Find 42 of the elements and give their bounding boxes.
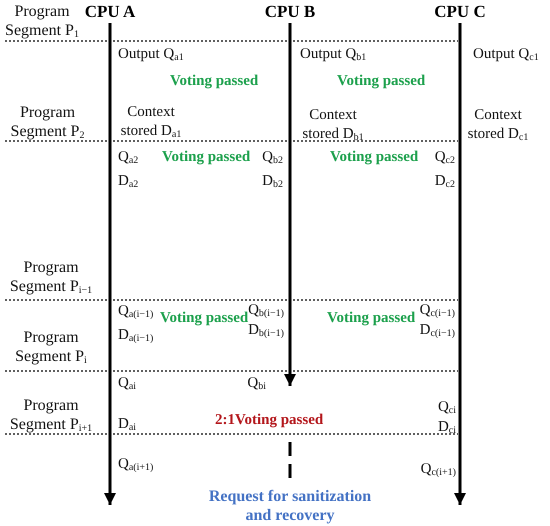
voting-status: Voting passed [170, 72, 258, 91]
output-label: Output Q$_{c1}$ [473, 45, 539, 64]
segment-label: Program Segment P$_{i+1}$ [8, 396, 94, 434]
variable-label: Q$_{ci}$ [438, 398, 456, 417]
voting-status: Voting passed [337, 72, 426, 91]
output-label: Output Q$_{a1}$ [118, 45, 184, 64]
timeline-header: CPU B [255, 2, 325, 22]
segment-label: Program Segment P$_{2}$ [10, 103, 86, 141]
context-label: Context stored D$_{b1}$ [301, 106, 365, 144]
variable-label: Q$_{c(i−1)}$ [420, 301, 455, 320]
variable-label: Q$_{c2}$ [434, 148, 455, 167]
voting-status: Voting passed [330, 148, 418, 167]
request-note: Request for sanitization and recovery [195, 487, 385, 525]
voting-status: Voting passed [160, 309, 248, 328]
timeline-header: CPU C [425, 2, 495, 22]
variable-label: Q$_{b2}$ [262, 148, 283, 167]
variable-label: Q$_{a2}$ [118, 148, 138, 167]
variable-label: D$_{c(i−1)}$ [420, 321, 455, 340]
variable-label: D$_{a2}$ [118, 172, 138, 191]
timeline-arrow [284, 23, 296, 386]
variable-label: Q$_{b(i−1)}$ [248, 301, 284, 320]
variable-label: D$_{a(i−1)}$ [118, 326, 154, 345]
variable-label: D$_{b(i−1)}$ [248, 321, 284, 340]
variable-label: D$_{b2}$ [262, 172, 283, 191]
timeline-arrow [104, 23, 116, 505]
variable-label: Q$_{c(i+1)}$ [420, 460, 456, 479]
variable-label: D$_{c2}$ [434, 172, 455, 191]
segment-label: Program Segment P$_{i−1}$ [8, 258, 94, 296]
variable-label: Q$_{a(i+1)}$ [118, 455, 154, 474]
timeline-arrow [454, 23, 466, 505]
segment-label: Program Segment P$_{i}$ [14, 328, 88, 366]
variable-label: D$_{ci}$ [438, 418, 456, 437]
variable-label: Q$_{a(i−1)}$ [118, 302, 154, 321]
voting-status: Voting passed [327, 309, 416, 328]
voting-status: 2:1Voting passed [215, 411, 324, 430]
variable-label: Q$_{bi}$ [247, 374, 266, 393]
variable-label: Q$_{ai}$ [118, 374, 136, 393]
voting-status: Voting passed [162, 148, 250, 167]
output-label: Output Q$_{b1}$ [300, 45, 366, 64]
context-label: Context stored D$_{a1}$ [120, 103, 182, 141]
context-label: Context stored D$_{c1}$ [466, 106, 530, 144]
variable-label: D$_{ai}$ [118, 415, 136, 434]
